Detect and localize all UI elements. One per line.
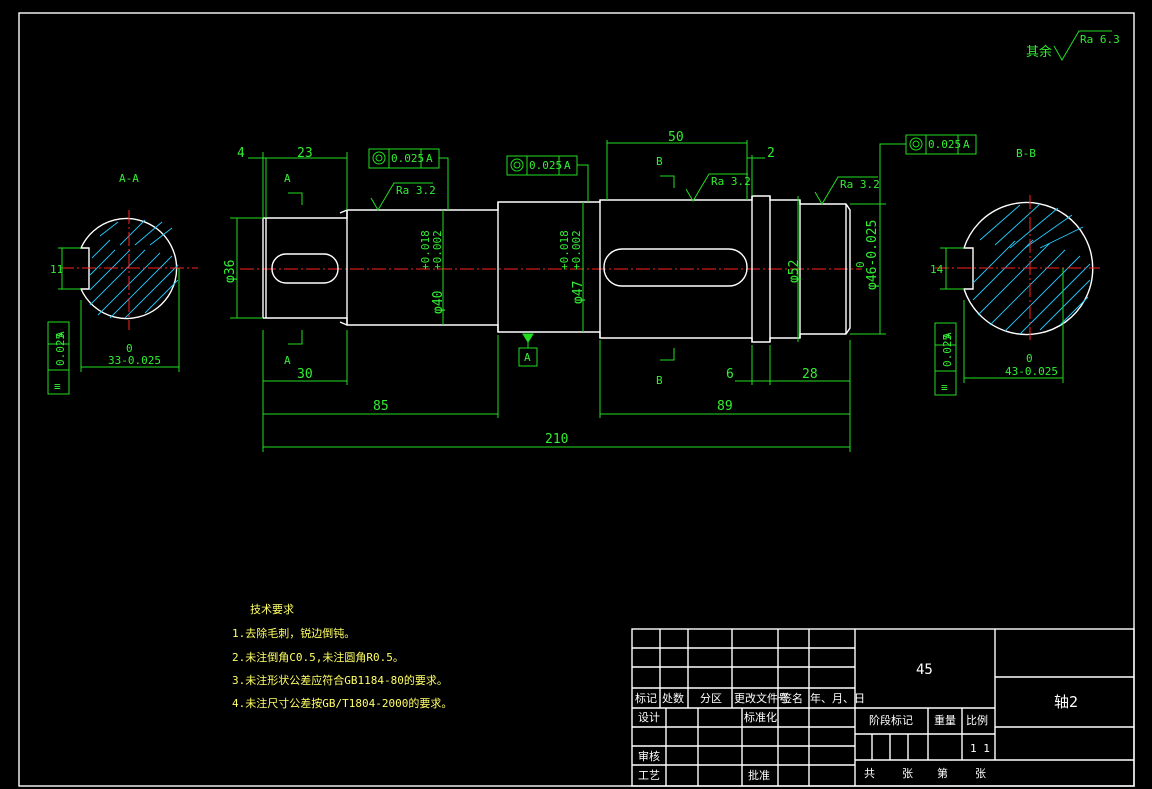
tb-review: 审核: [638, 749, 660, 763]
svg-text:≡: ≡: [941, 381, 948, 394]
dimensions: 4 23 50 2 φ36 φ40 +0.018 +0.002 φ47 +0.0…: [223, 130, 886, 452]
dim-phi47: φ47: [571, 281, 586, 304]
dim-phi52: φ52: [787, 260, 802, 283]
datum-a: A: [524, 351, 531, 364]
dim-28: 28: [802, 367, 818, 382]
dim-phi40-up: +0.018: [419, 230, 432, 270]
tb-standard: 标准化: [744, 710, 777, 724]
tb-weight: 重量: [934, 713, 956, 727]
section-cut-marks: A A B B: [284, 155, 675, 387]
section-bb-title: B-B: [1016, 147, 1036, 160]
dim-phi47-low: +0.002: [570, 230, 583, 270]
tb-h2: 处数: [662, 692, 684, 705]
note-3: 3.未注形状公差应符合GB1184-80的要求。: [232, 673, 448, 687]
tb-total: 共: [864, 767, 875, 780]
dim-30: 30: [297, 367, 313, 382]
dim-phi46-up: 0: [854, 261, 867, 268]
technical-notes: 技术要求 1.去除毛刺，锐边倒钝。 2.未注倒角C0.5,未注圆角R0.5。 3…: [232, 603, 452, 710]
cut-a-bottom: A: [284, 354, 291, 367]
dim-6: 6: [726, 367, 734, 382]
title-block: 标记 处数 分区 更改文件号 签名 年、月、日 设计 标准化 审核 工艺 批准 …: [631, 628, 1135, 787]
section-bb-depth-up: 0: [1026, 352, 1033, 365]
cut-a-top: A: [284, 172, 291, 185]
cut-b-top: B: [656, 155, 663, 168]
tb-process: 工艺: [638, 769, 660, 782]
tb-h4: 更改文件号: [734, 691, 789, 705]
tol-3-value: 0.025: [928, 138, 961, 151]
dim-89: 89: [717, 399, 733, 414]
dim-4: 4: [237, 146, 245, 161]
general-roughness: 其余 Ra 6.3: [1026, 30, 1120, 61]
tol-1-value: 0.025: [391, 152, 424, 165]
tol-2-datum: A: [564, 159, 571, 172]
dim-phi47-up: +0.018: [558, 230, 571, 270]
other-ra: Ra 6.3: [1080, 33, 1120, 46]
dim-85: 85: [373, 399, 389, 414]
tolerance-frames: 0.025 A 0.025 A 0.025 A A: [368, 134, 977, 367]
dim-phi36: φ36: [223, 260, 238, 283]
section-bb-tol: 0.025: [941, 334, 954, 367]
dim-50: 50: [668, 130, 684, 145]
shaft-profile: [262, 195, 851, 343]
tb-scale-value: 1 1: [970, 742, 990, 755]
note-4: 4.未注尺寸公差按GB/T1804-2000的要求。: [232, 696, 452, 710]
ra-3: Ra 3.2: [840, 178, 880, 191]
tb-h1: 标记: [635, 691, 657, 705]
dim-2: 2: [767, 146, 775, 161]
keyway-a: [271, 253, 339, 284]
dim-phi46: φ46-0.025: [865, 220, 880, 290]
cut-b-bottom: B: [656, 374, 663, 387]
dim-phi40: φ40: [431, 291, 446, 314]
note-1: 1.去除毛刺，锐边倒钝。: [232, 626, 355, 640]
tb-material: 45: [916, 662, 933, 678]
svg-text:≡: ≡: [54, 380, 61, 393]
section-aa-datum: A: [54, 331, 67, 338]
tol-3-datum: A: [963, 138, 970, 151]
section-aa-outline: [79, 217, 178, 320]
dim-phi40-low: +0.002: [431, 230, 444, 270]
section-bb-depth: 43-0.025: [1005, 365, 1058, 378]
section-aa-tol: 0.025: [54, 333, 67, 366]
other-label: 其余: [1026, 44, 1052, 60]
tol-2-value: 0.025: [529, 159, 562, 172]
tb-sheet-no: 第: [937, 766, 948, 780]
tb-design: 设计: [638, 711, 660, 724]
section-aa: A-A 11 0 33-0.025 A 0.025 ≡: [47, 172, 198, 395]
dim-23: 23: [297, 146, 313, 161]
tb-sheet: 张: [975, 767, 986, 780]
notes-title: 技术要求: [250, 603, 294, 616]
tb-scale: 比例: [966, 713, 988, 727]
note-2: 2.未注倒角C0.5,未注圆角R0.5。: [232, 650, 404, 664]
section-bb-width: 14: [930, 263, 944, 276]
ra-2: Ra 3.2: [711, 175, 751, 188]
ra-1: Ra 3.2: [396, 184, 436, 197]
dim-210: 210: [545, 432, 568, 447]
roughness-symbols: Ra 3.2 Ra 3.2 Ra 3.2: [370, 173, 880, 211]
section-bb-datum: A: [941, 332, 954, 339]
tb-sheets: 张: [902, 767, 913, 780]
tb-h3: 分区: [700, 692, 722, 705]
section-aa-depth: 33-0.025: [108, 354, 161, 367]
drawing-border: [18, 12, 1135, 787]
keyway-b: [603, 248, 748, 287]
tol-1-datum: A: [426, 152, 433, 165]
tb-approve: 批准: [748, 768, 770, 782]
tb-h6: 年、月、日: [810, 691, 865, 705]
section-aa-depth-up: 0: [126, 342, 133, 355]
tb-part-name: 轴2: [1054, 693, 1078, 711]
section-bb-outline: [963, 201, 1094, 336]
tb-stage: 阶段标记: [869, 713, 913, 727]
section-bb: B-B 14 0 43-0.025 A 0.025 ≡: [930, 147, 1100, 396]
section-aa-title: A-A: [119, 172, 139, 185]
tb-h5: 签名: [781, 691, 803, 705]
section-aa-width: 11: [50, 263, 63, 276]
